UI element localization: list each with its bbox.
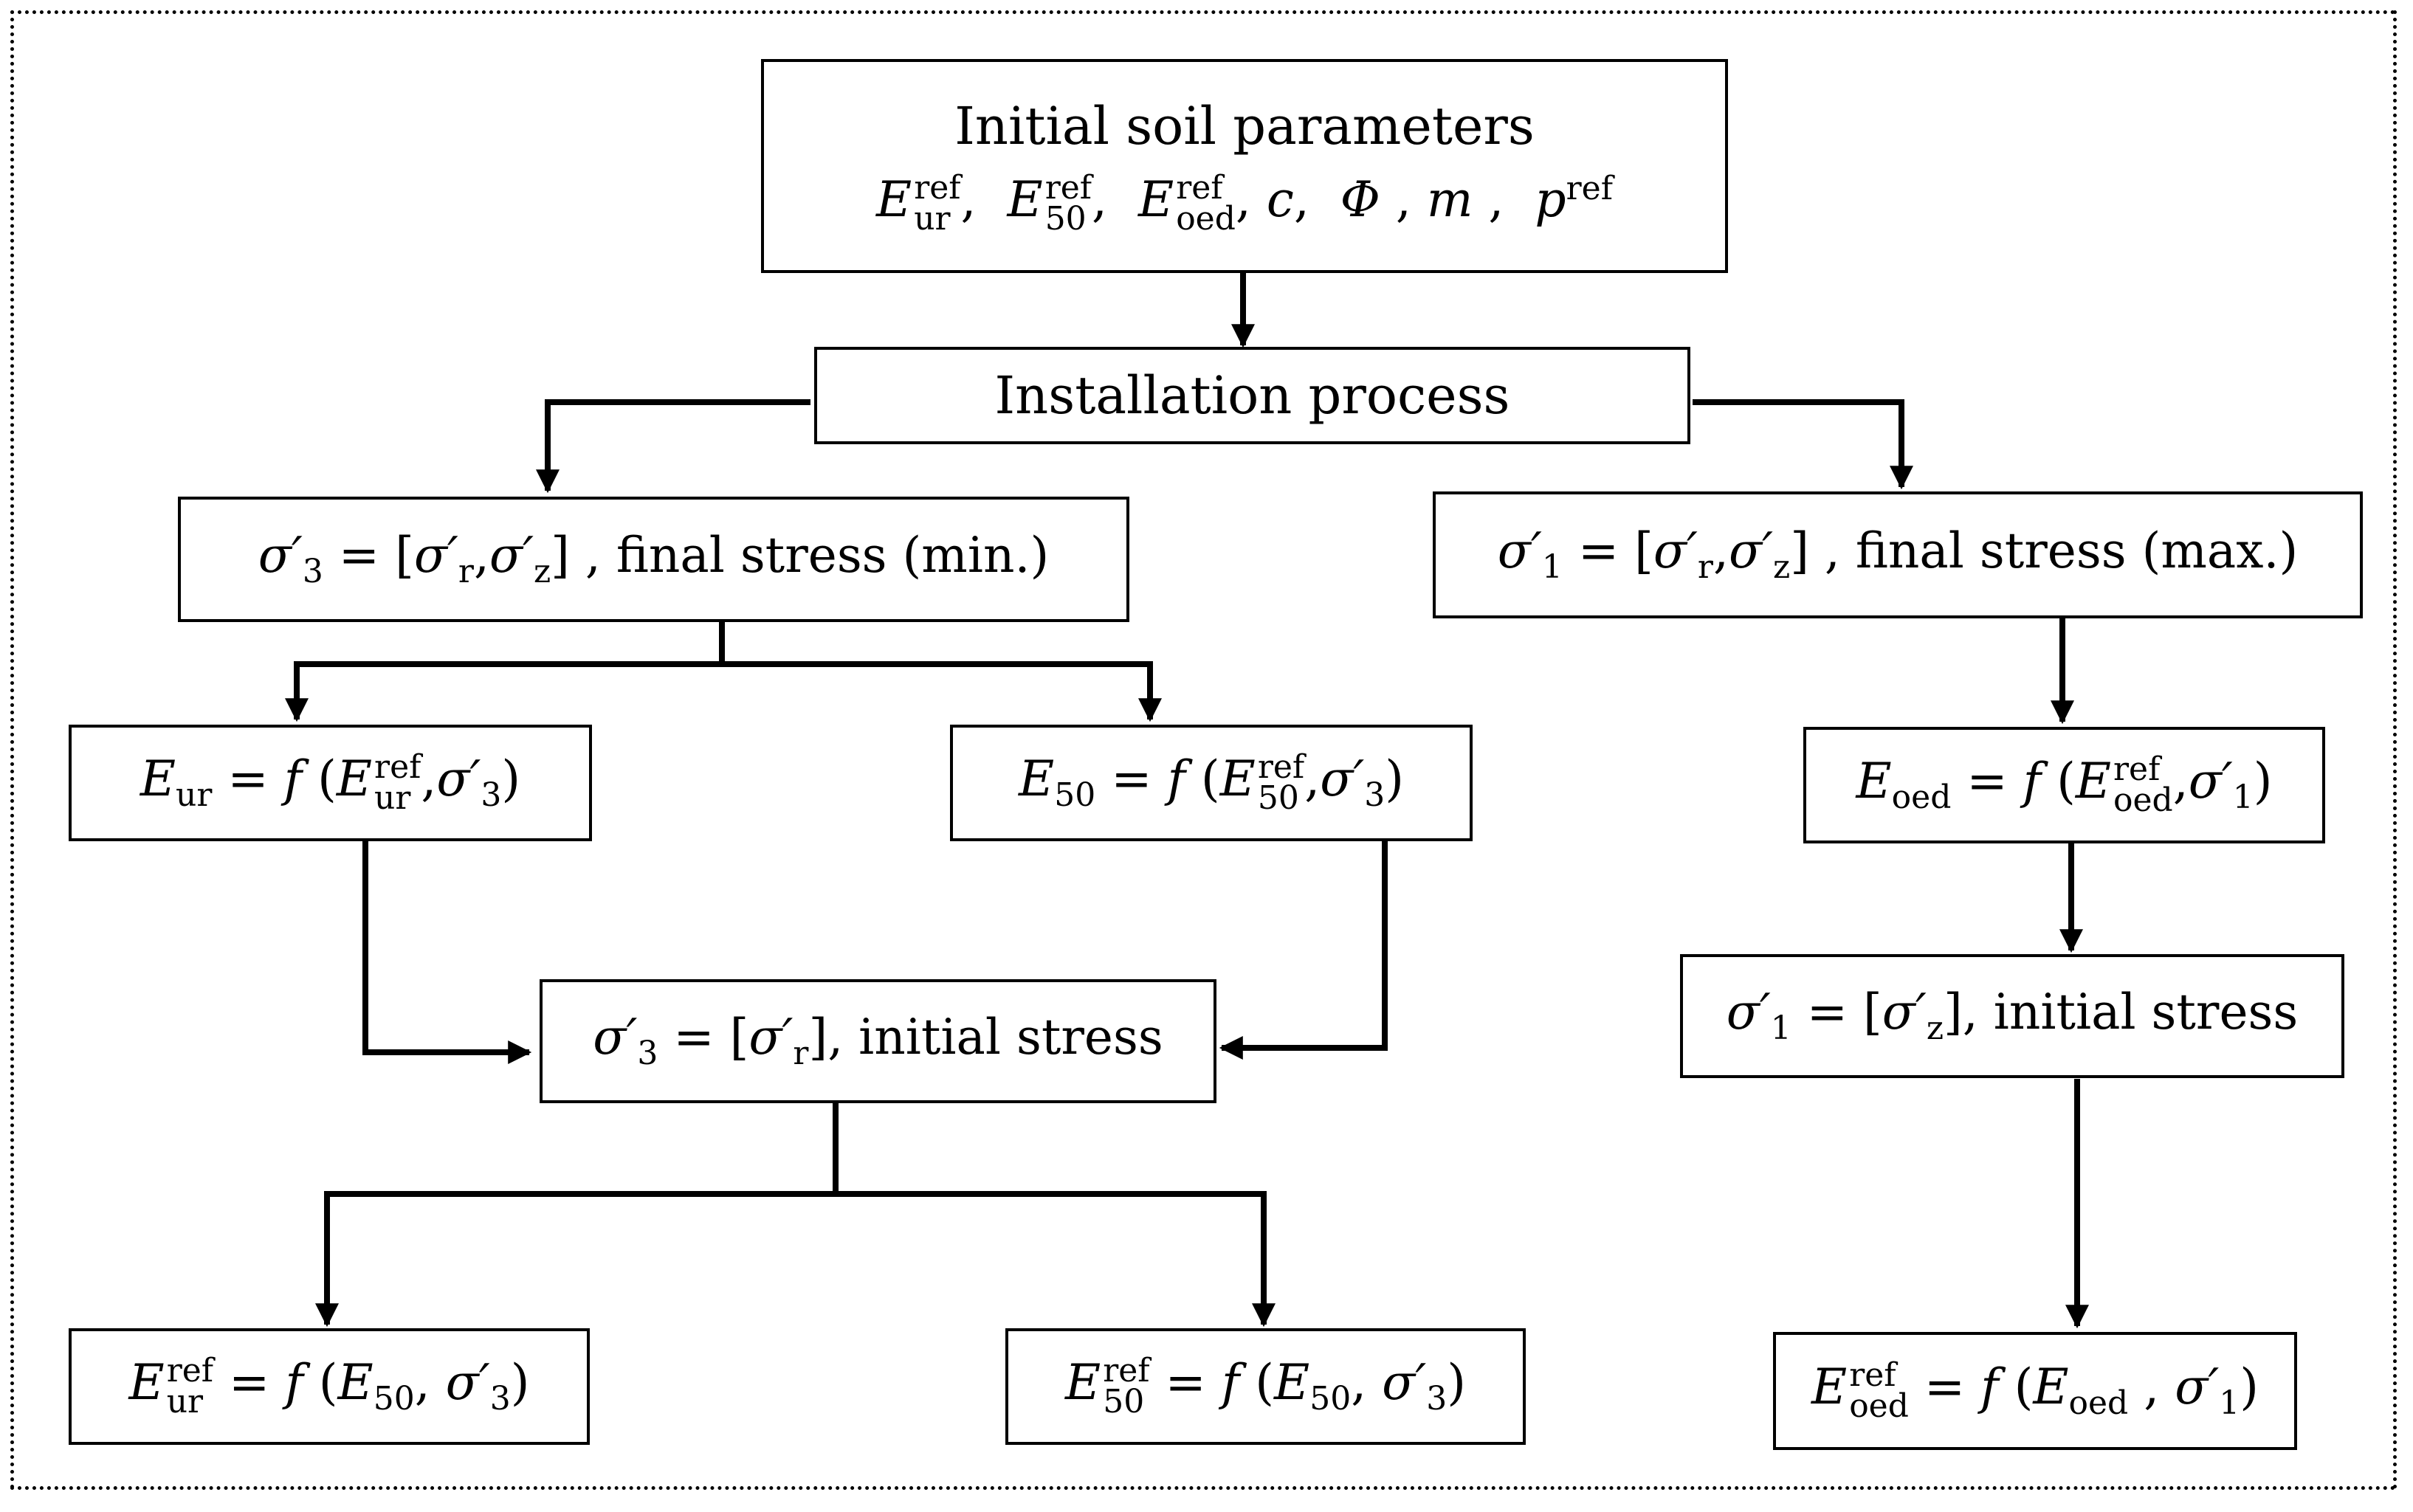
sigma1-final-stress-box: σ′1 = [σ′r,σ′z] , final stress (max.) [1433, 491, 2363, 618]
sigma1-final-formula: σ′1 = [σ′r,σ′z] , final stress (max.) [1497, 522, 2299, 586]
arrow-sigma3-initial-to-e50-ref [836, 1191, 1276, 1328]
arrow-installation-to-sigma3-final [536, 399, 810, 494]
sigma3-initial-formula: σ′3 = [σ′r], initial stress [593, 1008, 1163, 1072]
arrow-eur-to-sigma3-initial [362, 841, 532, 1064]
arrow-installation-to-sigma1-final [1693, 399, 1913, 490]
arrow-sigma3-to-eur [285, 661, 722, 722]
sigma3-final-formula: σ′3 = [σ′r,σ′z] , final stress (min.) [258, 526, 1050, 590]
sigma3-final-stress-box: σ′3 = [σ′r,σ′z] , final stress (min.) [178, 497, 1129, 622]
installation-process-box: Installation process [814, 347, 1690, 444]
arrow-sigma3-to-e50 [722, 661, 1162, 722]
arrow-sigma3-initial-to-eur-ref [315, 1191, 836, 1328]
sigma1-initial-stress-box: σ′1 = [σ′z], initial stress [1680, 954, 2344, 1078]
installation-title: Installation process [994, 365, 1510, 426]
arrow-e50-to-sigma3-initial [1219, 841, 1388, 1060]
sigma1-initial-formula: σ′1 = [σ′z], initial stress [1726, 983, 2299, 1047]
dotted-frame [10, 10, 2397, 1490]
initial-params-title: Initial soil parameters [954, 95, 1535, 156]
sigma3-initial-stress-box: σ′3 = [σ′r], initial stress [540, 979, 1216, 1103]
